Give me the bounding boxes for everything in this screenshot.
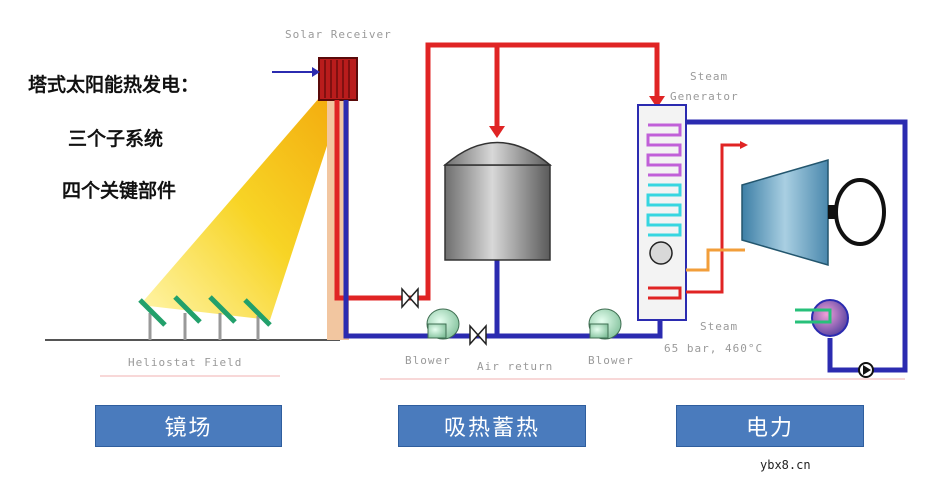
steam-label-2: 65 bar, 460°C [664,342,763,355]
sunbeam [140,90,342,320]
condenser [795,299,849,337]
steam-generator-label-1: Steam [690,70,728,83]
heading-line2: 三个子系统 [68,128,164,150]
blower-right [588,308,622,340]
watermark: ybx8.cn [760,458,811,472]
air-return-label: Air return [477,360,553,373]
steam-lines [686,141,748,294]
hot-pipes [334,42,660,301]
section-mirror-field: 镜场 [95,405,282,447]
turbine [741,159,842,266]
solar-receiver-label: Solar Receiver [285,28,392,41]
blower-right-label: Blower [588,354,634,367]
section-power: 电力 [676,405,864,447]
generator [834,178,886,246]
heading-line1: 塔式太阳能热发电： [28,74,200,96]
heliostats [138,295,272,340]
valve-lower [469,324,487,346]
section-heat-storage: 吸热蓄热 [398,405,586,447]
steam-generator [637,104,687,321]
blower-left [426,308,460,340]
pump [858,362,874,378]
heading-line3: 四个关键部件 [62,180,177,202]
steam-generator-label-2: Generator [670,90,739,103]
cold-pipes [343,100,908,373]
heliostat-field-label: Heliostat Field [128,356,242,369]
steam-label-1: Steam [700,320,738,333]
storage-tank [442,141,553,261]
valve-upper [401,287,419,309]
blower-left-label: Blower [405,354,451,367]
